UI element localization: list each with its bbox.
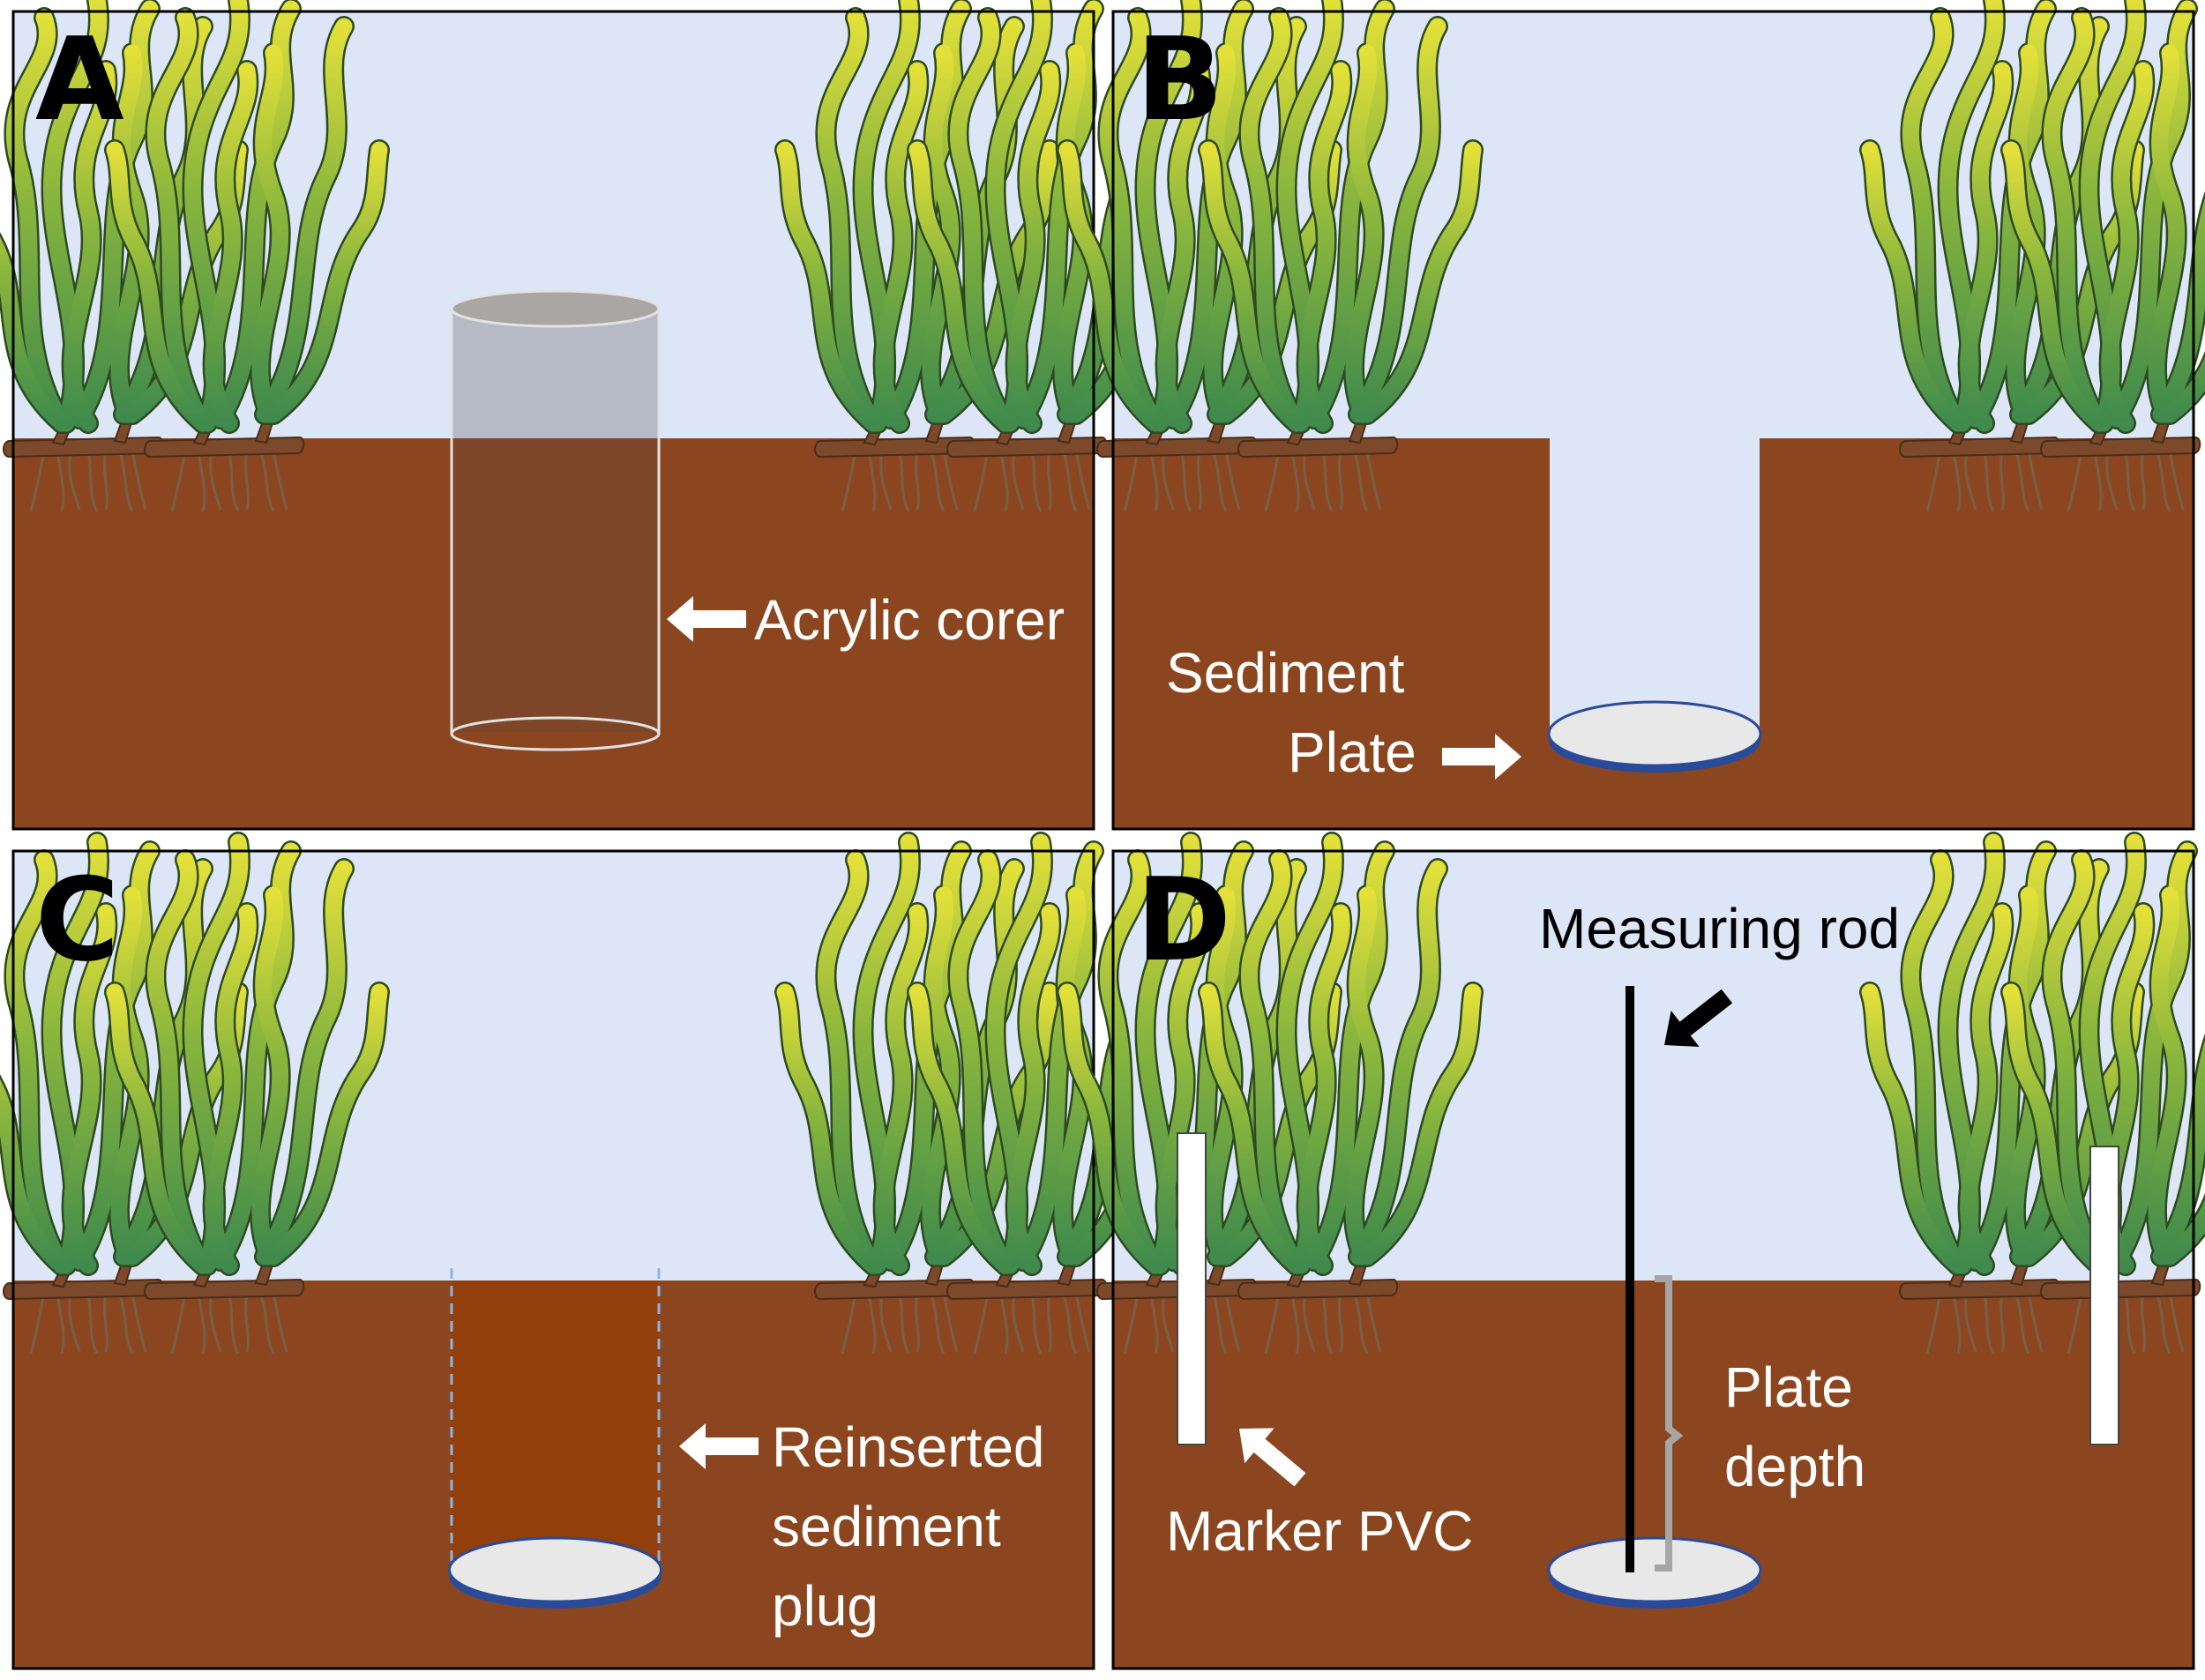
marker-pvc-right bbox=[2089, 1146, 2119, 1445]
label-measuring-rod: Measuring rod bbox=[1539, 897, 1900, 960]
panel-letter-b: B bbox=[1136, 12, 1223, 146]
measuring-rod bbox=[1626, 986, 1634, 1572]
marker-arrow bbox=[1239, 1428, 1306, 1487]
label-plate: Plate bbox=[1288, 721, 1416, 784]
rod-arrow bbox=[1664, 989, 1733, 1048]
panel-letter-a: A bbox=[35, 12, 124, 146]
sediment-plate-d bbox=[1547, 1536, 1762, 1610]
panel-letter-c: C bbox=[35, 853, 119, 987]
label-reinserted: Reinserted bbox=[772, 1415, 1045, 1479]
panel-a: Acrylic corer A bbox=[0, 0, 1182, 831]
panel-c: Reinserted sediment plug C bbox=[0, 842, 1182, 1670]
label-sediment: Sediment bbox=[1166, 641, 1405, 705]
plate-arrow bbox=[1442, 734, 1521, 780]
label-plug: plug bbox=[772, 1574, 878, 1638]
label-plate-d: Plate bbox=[1724, 1355, 1853, 1419]
label-acrylic-corer: Acrylic corer bbox=[754, 588, 1065, 652]
plate-depth-bracket bbox=[1655, 1275, 1684, 1572]
sediment-plate-c bbox=[448, 1536, 662, 1610]
panel-b: Sediment Plate B bbox=[1067, 0, 2205, 831]
sediment-plate-b bbox=[1547, 700, 1762, 774]
marker-pvc-left bbox=[1177, 1132, 1207, 1445]
label-sediment-c: sediment bbox=[772, 1495, 1001, 1558]
panel-letter-d: D bbox=[1136, 853, 1231, 987]
reinserted-plug bbox=[450, 1268, 661, 1568]
panel-d: Measuring rod Plate depth Marker PVC D bbox=[1067, 842, 2205, 1670]
label-depth: depth bbox=[1724, 1435, 1865, 1498]
label-marker-pvc: Marker PVC bbox=[1166, 1499, 1474, 1563]
acrylic-corer bbox=[450, 289, 661, 751]
